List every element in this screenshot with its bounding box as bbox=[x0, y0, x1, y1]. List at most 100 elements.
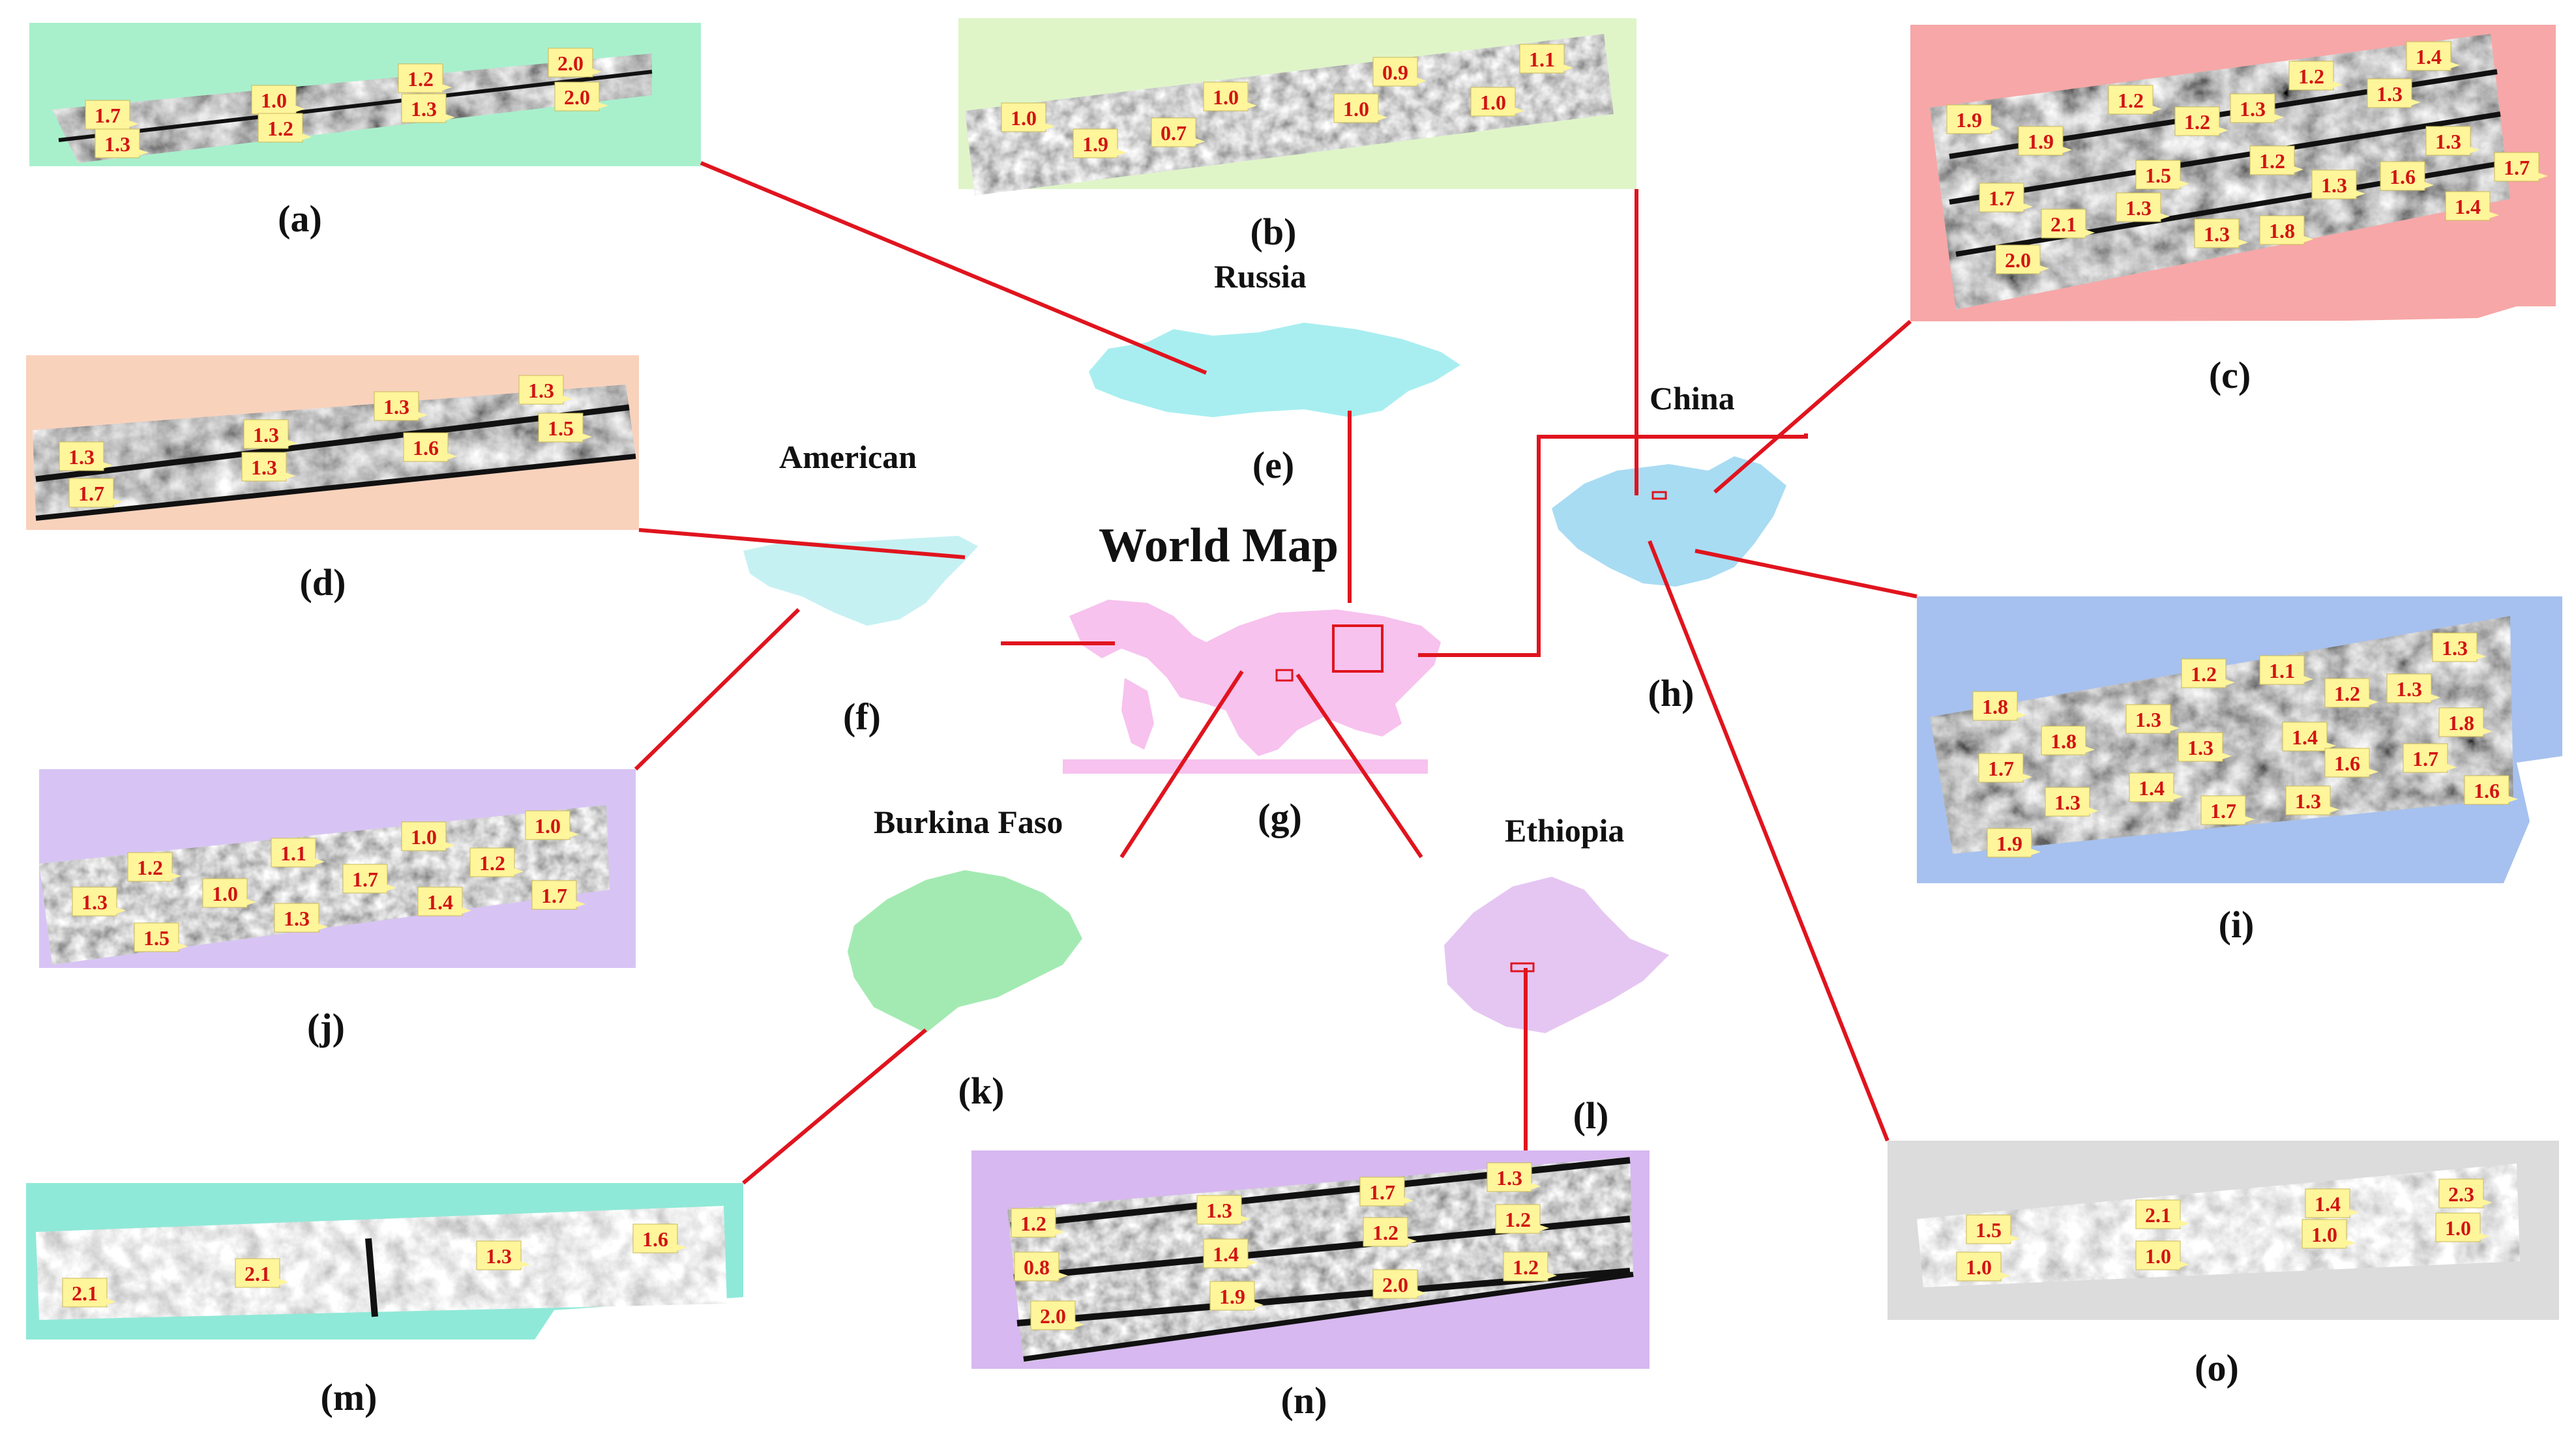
panel-j-value-tag: 1.7 bbox=[531, 880, 585, 910]
panel-d-value-7: 1.5 bbox=[548, 417, 574, 440]
panel-j-value-tag: 1.3 bbox=[274, 903, 328, 933]
panel-d-value-5: 1.6 bbox=[413, 436, 439, 460]
panel-label-m: (m) bbox=[320, 1376, 378, 1418]
panel-c-seam-2 bbox=[1949, 111, 2501, 205]
panel-i-value-0: 1.8 bbox=[1982, 695, 2008, 718]
panel-d-value-tag: 1.3 bbox=[241, 452, 295, 482]
panel-i-value-16: 1.7 bbox=[1988, 757, 2014, 780]
panel-d-value-tag: 1.5 bbox=[538, 413, 592, 443]
panel-a-value-4: 1.2 bbox=[407, 67, 434, 91]
panel-c-value-tag: 1.2 bbox=[2108, 85, 2162, 115]
panel-n-value-6: 1.7 bbox=[1369, 1180, 1395, 1204]
panel-d-value-0: 1.3 bbox=[68, 445, 95, 469]
panel-i-value-15: 1.7 bbox=[2210, 799, 2236, 823]
panel-b-value-7: 1.1 bbox=[1529, 48, 1555, 71]
connector-l-world bbox=[1295, 673, 1423, 858]
panel-d-edge bbox=[35, 454, 636, 521]
panel-c-value-7: 1.4 bbox=[2416, 45, 2442, 68]
china-map bbox=[1552, 456, 1786, 587]
panel-c-value-tag: 1.4 bbox=[2445, 191, 2499, 221]
panel-o-value-tag: 1.5 bbox=[1966, 1214, 2020, 1244]
panel-a-value-1: 1.3 bbox=[104, 132, 130, 156]
panel-b-value-3: 1.0 bbox=[1213, 85, 1239, 109]
panel-d-value-1: 1.7 bbox=[78, 482, 104, 505]
panel-j-value-tag: 1.0 bbox=[401, 821, 455, 851]
panel-o-value-5: 1.0 bbox=[2311, 1223, 2337, 1246]
panel-i-value-19: 1.9 bbox=[1996, 832, 2022, 855]
panel-a-value-5: 1.3 bbox=[411, 97, 437, 121]
panel-j-value-0: 1.3 bbox=[81, 890, 108, 914]
panel-c-value-tag: 1.2 bbox=[2174, 106, 2228, 136]
panel-c-value-16: 1.3 bbox=[2204, 222, 2230, 246]
connector-j-american bbox=[634, 607, 801, 771]
panel-o-value-tag: 1.0 bbox=[2302, 1219, 2356, 1249]
panel-n-value-tag: 2.0 bbox=[1372, 1269, 1427, 1299]
china-site-marker bbox=[1651, 491, 1667, 500]
panel-d-value-4: 1.3 bbox=[383, 395, 409, 418]
panel-o-value-4: 1.4 bbox=[2315, 1192, 2341, 1216]
panel-label-j: (j) bbox=[307, 1006, 345, 1048]
panel-a-value-tag: 1.2 bbox=[258, 113, 312, 143]
panel-i-value-14: 1.3 bbox=[2295, 789, 2321, 813]
panel-i-value-11: 1.7 bbox=[2412, 747, 2438, 770]
panel-b-value-tag: 1.0 bbox=[1001, 102, 1055, 132]
panel-m-value-tag: 1.3 bbox=[476, 1240, 530, 1270]
panel-j-value-10: 1.0 bbox=[535, 814, 561, 838]
panel-label-b: (b) bbox=[1250, 211, 1297, 253]
panel-m-value-0: 2.1 bbox=[72, 1281, 98, 1305]
panel-c-value-tag: 1.3 bbox=[2367, 78, 2421, 108]
panel-n-value-tag: 1.2 bbox=[1363, 1217, 1417, 1247]
panel-c-value-tag: 1.9 bbox=[1946, 104, 2000, 134]
panel-i-value-tag: 1.1 bbox=[2259, 655, 2313, 685]
panel-c-value-14: 1.3 bbox=[2125, 196, 2152, 220]
panel-i-value-tag: 1.8 bbox=[2438, 707, 2493, 737]
panel-j-value-tag: 1.2 bbox=[127, 852, 181, 882]
panel-label-a: (a) bbox=[278, 198, 322, 240]
panel-d-value-tag: 1.3 bbox=[518, 375, 572, 405]
panel-c-value-11: 1.2 bbox=[2259, 149, 2285, 173]
panel-o-value-3: 1.0 bbox=[2145, 1244, 2171, 1268]
panel-d-value-6: 1.3 bbox=[528, 379, 554, 402]
panel-c-value-tag: 1.9 bbox=[2018, 126, 2072, 156]
panel-j-value-tag: 1.0 bbox=[525, 810, 579, 840]
panel-i-value-tag: 1.8 bbox=[1972, 691, 2026, 721]
panel-c-value-tag: 1.7 bbox=[1979, 183, 2033, 212]
panel-i-value-12: 1.6 bbox=[2334, 752, 2360, 775]
panel-i-value-tag: 1.8 bbox=[2041, 725, 2095, 755]
panel-c-value-13: 1.6 bbox=[2390, 165, 2416, 188]
panel-i-value-tag: 1.2 bbox=[2181, 658, 2235, 688]
panel-i-value-8: 1.3 bbox=[2442, 636, 2468, 660]
panel-b-value-0: 1.0 bbox=[1011, 106, 1037, 130]
panel-m-value-tag: 1.6 bbox=[632, 1223, 687, 1253]
panel-label-d: (d) bbox=[299, 561, 346, 604]
panel-a-value-tag: 2.0 bbox=[548, 48, 602, 78]
panel-b-value-tag: 1.0 bbox=[1203, 81, 1257, 111]
panel-d-value-tag: 1.3 bbox=[374, 391, 428, 421]
region-label-ethiopia: Ethiopia bbox=[1505, 812, 1625, 849]
connector-a-russia bbox=[700, 161, 1207, 375]
panel-n-value-8: 2.0 bbox=[1382, 1273, 1408, 1296]
world-map-south-america bbox=[1121, 678, 1154, 750]
panel-a-value-tag: 1.2 bbox=[398, 63, 452, 93]
panel-c-value-0: 1.9 bbox=[1956, 108, 1982, 132]
panel-o-value-tag: 2.3 bbox=[2438, 1178, 2493, 1208]
panel-i-value-tag: 1.4 bbox=[2129, 772, 2183, 802]
panel-b-value-tag: 1.9 bbox=[1073, 128, 1127, 158]
panel-c-value-tag: 1.3 bbox=[2425, 126, 2480, 156]
panel-label-o: (o) bbox=[2195, 1347, 2239, 1389]
panel-label-e: (e) bbox=[1252, 444, 1295, 486]
panel-n-value-5: 1.9 bbox=[1219, 1285, 1245, 1308]
panel-j-value-tag: 1.5 bbox=[134, 922, 188, 952]
panel-d-value-tag: 1.6 bbox=[403, 432, 457, 462]
panel-i-value-7: 1.3 bbox=[2187, 736, 2213, 759]
panel-b-value-2: 0.7 bbox=[1161, 121, 1187, 145]
panel-i-edge-mask bbox=[2504, 756, 2562, 883]
panel-d-value-tag: 1.3 bbox=[59, 441, 113, 471]
panel-label-l: (l) bbox=[1573, 1094, 1609, 1137]
panel-n-value-7: 1.2 bbox=[1372, 1221, 1399, 1244]
panel-m-gap bbox=[365, 1238, 378, 1317]
panel-c-value-2: 1.2 bbox=[2118, 89, 2144, 112]
panel-c-value-15: 2.1 bbox=[2050, 212, 2077, 236]
panel-j-value-2: 1.5 bbox=[143, 926, 170, 950]
